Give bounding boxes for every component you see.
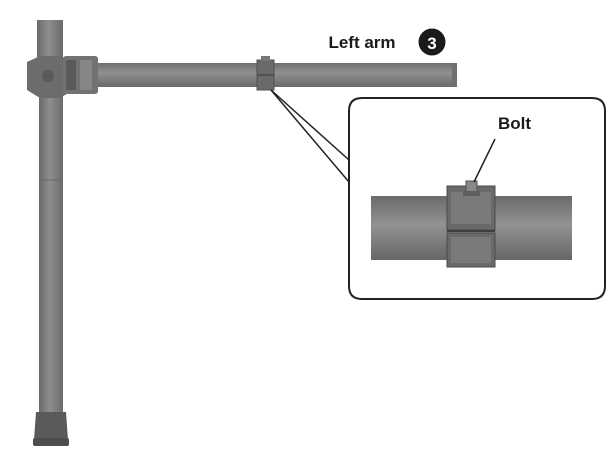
step-number: 3 — [427, 34, 436, 53]
step-badge: 3 — [418, 28, 446, 56]
bolt-label: Bolt — [498, 114, 531, 133]
callout-pointer — [270, 89, 350, 183]
bolt — [463, 180, 480, 196]
joint-clamp — [27, 56, 98, 98]
pole-foot — [33, 412, 69, 446]
bolt-leader-line — [473, 138, 496, 183]
zoomed-clamp — [446, 185, 496, 268]
arm-clamp — [256, 56, 275, 91]
vertical-pole — [37, 20, 63, 420]
left-arm-label: Left arm — [328, 33, 395, 52]
